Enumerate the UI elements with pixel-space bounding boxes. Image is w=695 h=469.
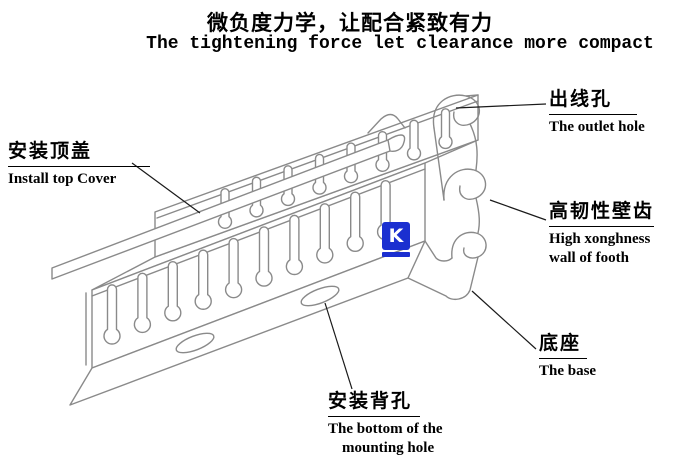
mounting-hole-label-en: The bottom of the mounting hole <box>328 420 443 458</box>
leader-lines <box>131 103 547 390</box>
title-chinese: 微负度力学，让配合紧致有力 <box>207 11 493 35</box>
wall-tooth <box>443 168 487 201</box>
wall-teeth-label-en: High xonghness wall of footh <box>549 230 654 268</box>
brand-logo-bar <box>382 252 410 257</box>
callout-top-cover: 安装顶盖 Install top Cover <box>8 136 150 189</box>
back-wall-slot <box>406 119 422 161</box>
front-wall-slots <box>103 179 395 345</box>
wall-teeth-label-en-line2: wall of footh <box>549 250 629 266</box>
mounting-back-hole <box>300 285 340 307</box>
mounting-hole-label-zh: 安装背孔 <box>328 386 420 417</box>
front-wall-slot <box>194 249 212 310</box>
front-wall-slot <box>224 237 243 299</box>
mounting-hole-slot <box>175 332 215 354</box>
wall-teeth-label-en-line1: High xonghness <box>549 231 651 247</box>
front-wall-slot <box>133 272 152 334</box>
front-wall-slot <box>285 214 304 276</box>
callout-wall-teeth: 高韧性壁齿 High xonghness wall of footh <box>549 196 655 268</box>
callout-outlet-hole: 出线孔 The outlet hole <box>549 84 645 137</box>
leader-top-cover <box>131 162 201 214</box>
front-wall-slot <box>346 191 364 253</box>
top-cover-shape <box>51 113 406 280</box>
mounting-hole-label-en-line2: mounting hole <box>342 440 435 456</box>
leader-outlet-hole <box>455 103 547 109</box>
top-cover-label-zh: 安装顶盖 <box>8 136 150 167</box>
leader-mounting-hole <box>324 302 353 390</box>
brand-watermark: K <box>381 222 411 260</box>
leader-wall-teeth <box>489 199 547 221</box>
outlet-hole-label-en: The outlet hole <box>549 119 645 135</box>
base-label-zh: 底座 <box>539 328 587 359</box>
title-english: The tightening force let clearance more … <box>146 34 654 54</box>
mounting-hole-label-en-line1: The bottom of the <box>328 421 443 437</box>
front-wall-slot <box>164 261 182 322</box>
back-wall-slot <box>438 108 453 150</box>
brand-logo-letter: K <box>382 222 410 250</box>
wall-teeth-label-zh: 高韧性壁齿 <box>549 196 655 227</box>
base-label-en: The base <box>539 363 597 379</box>
leader-base <box>471 290 537 350</box>
top-cover-label-en: Install top Cover <box>8 171 117 187</box>
callout-mounting-hole: 安装背孔 The bottom of the mounting hole <box>328 386 443 458</box>
front-wall-slot <box>255 226 273 287</box>
outlet-hole-label-zh: 出线孔 <box>549 84 637 115</box>
lower-tooth <box>451 231 487 259</box>
front-wall-slot <box>316 203 334 264</box>
front-wall-slot <box>103 284 121 345</box>
callout-base: 底座 The base <box>539 328 596 381</box>
